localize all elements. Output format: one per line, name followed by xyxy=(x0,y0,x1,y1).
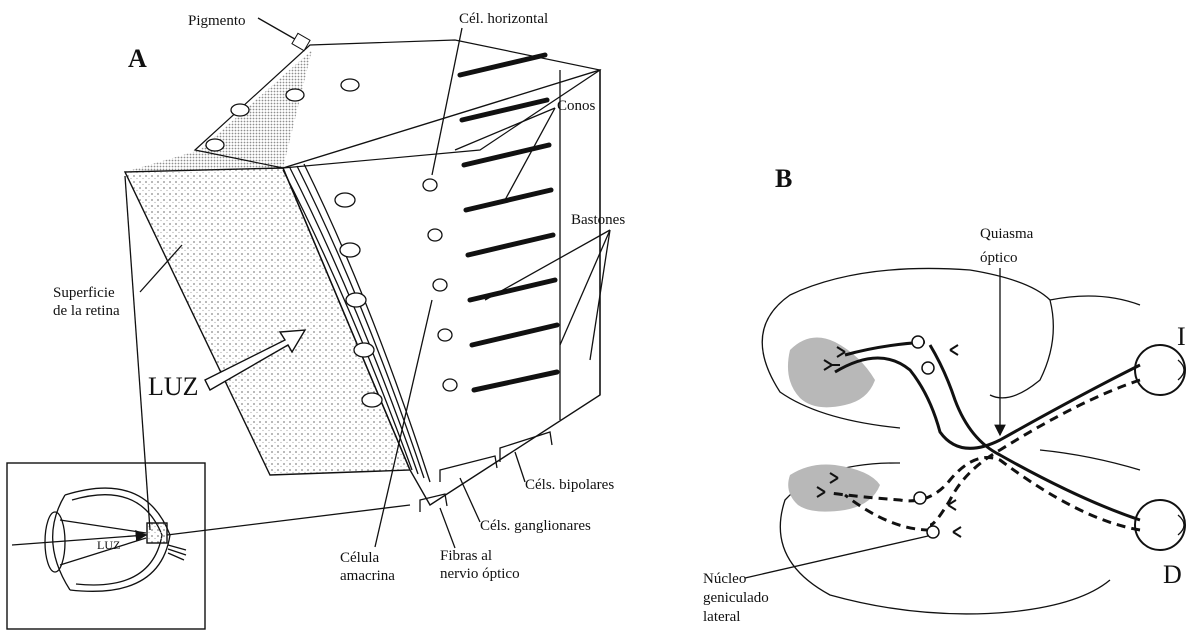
leader-lgn xyxy=(745,536,928,578)
leader-bipolar xyxy=(515,452,525,482)
label-lgn-1: Núcleo xyxy=(703,571,746,587)
label-chiasm-2: óptico xyxy=(980,250,1018,266)
eye-left-top xyxy=(1135,345,1185,395)
brain-outline-mid xyxy=(1040,450,1140,470)
label-amacrine-2: amacrina xyxy=(340,568,395,584)
panel-b: B I D xyxy=(703,164,1186,625)
solid-pathway-2 xyxy=(930,345,1140,520)
label-optic-fibers-2: nervio óptico xyxy=(440,566,520,582)
pigment-layer xyxy=(560,70,600,420)
visual-cortex-upper xyxy=(788,338,875,408)
panel-a-label: A xyxy=(128,44,147,73)
leader-ganglion xyxy=(460,478,480,522)
label-retina-surface-2: de la retina xyxy=(53,303,120,319)
label-bipolar-cells: Céls. bipolares xyxy=(525,477,614,493)
eye-right-bottom xyxy=(1135,500,1185,550)
label-amacrine-1: Célula xyxy=(340,550,379,566)
panel-a: A xyxy=(7,11,625,629)
leader-pigment xyxy=(258,18,300,42)
lgn-nuclei xyxy=(912,336,939,538)
label-optic-fibers-1: Fibras al xyxy=(440,548,492,564)
leader-rods-2 xyxy=(560,230,610,345)
label-horizontal-cell: Cél. horizontal xyxy=(459,11,548,27)
bracket-bipolar xyxy=(500,432,552,462)
label-pigment: Pigmento xyxy=(188,13,246,29)
label-rods: Bastones xyxy=(571,212,625,228)
label-cones: Conos xyxy=(557,98,596,114)
dashed-pathway-2 xyxy=(830,458,1140,531)
leader-optic-fibers xyxy=(440,508,455,548)
label-lgn-2: geniculado xyxy=(703,590,769,606)
photoreceptor-rows xyxy=(460,55,557,390)
retina-block xyxy=(125,40,600,505)
leader-rods-1 xyxy=(485,230,610,300)
solid-pathway-1 xyxy=(835,358,1140,448)
visual-cortex-lower xyxy=(788,464,880,511)
label-lgn-3: lateral xyxy=(703,609,740,625)
leader-cones-1 xyxy=(455,108,555,150)
brain-outline-upper-right xyxy=(1050,296,1140,305)
label-chiasm-1: Quiasma xyxy=(980,226,1034,242)
dashed-pathway-1 xyxy=(930,380,1140,525)
bracket-ganglion xyxy=(440,456,497,482)
label-ganglion-cells: Céls. ganglionares xyxy=(480,518,591,534)
label-retina-surface-1: Superficie xyxy=(53,285,115,301)
inset-light-label: LUZ xyxy=(97,538,120,552)
panel-b-label: B xyxy=(775,164,792,193)
label-light: LUZ xyxy=(148,372,199,401)
label-eye-right: D xyxy=(1163,560,1182,589)
label-eye-left: I xyxy=(1177,322,1186,351)
retina-surface-face xyxy=(125,168,410,475)
